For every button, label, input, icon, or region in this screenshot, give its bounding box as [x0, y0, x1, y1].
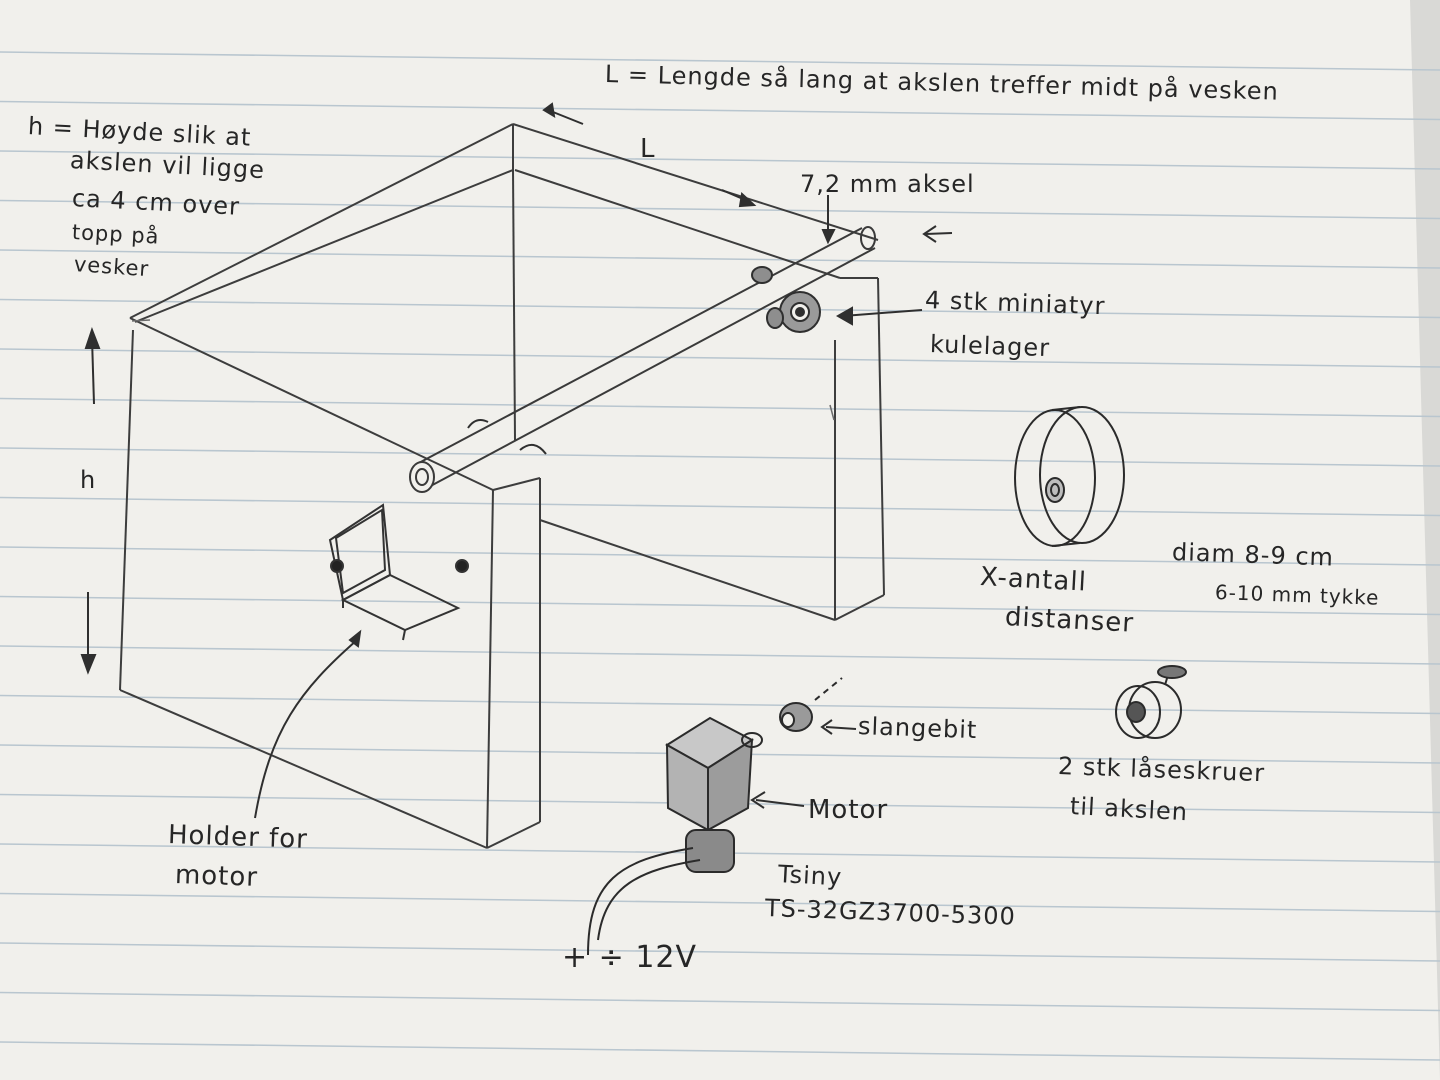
motor-holder-label-line-2: motor [174, 860, 259, 893]
bearings-label-line-2: kulelager [929, 330, 1051, 363]
height-definition-line-5: vesker [73, 252, 150, 282]
ruled-line [0, 51, 1440, 71]
ruled-line [0, 645, 1440, 665]
motor-drawing [587, 677, 843, 956]
motor-model-line-1: Tsiny [777, 860, 843, 892]
ruled-line [0, 150, 1440, 170]
ruled-line [0, 100, 1440, 121]
ruled-line [0, 447, 1440, 467]
ruled-lines [0, 51, 1440, 1061]
ruled-line [0, 298, 1440, 319]
motor-holder-label-line-1: Holder for [167, 820, 309, 855]
ruled-line [0, 942, 1440, 962]
ruled-line [0, 694, 1440, 715]
ruled-line [0, 546, 1440, 566]
ruled-line [0, 397, 1440, 418]
motor-label: Motor [808, 795, 889, 825]
motor-holder-drawing [328, 503, 469, 641]
shaft-label: 7,2 mm aksel [800, 170, 975, 198]
shaft-drawing [409, 226, 876, 493]
ruled-line [0, 595, 1440, 616]
hose-piece-label: slangebit [857, 712, 978, 745]
length-symbol: L [640, 134, 656, 164]
bearing-drawing [467, 266, 821, 455]
main-box-drawing [119, 123, 885, 849]
height-symbol: h [80, 466, 97, 494]
spacer-diameter-label: diam 8-9 cm [1171, 538, 1335, 572]
spacers-label-line-1: X-antall [979, 562, 1088, 598]
set-screw-collar-drawing [1115, 665, 1187, 739]
ruled-line [0, 892, 1440, 913]
ruled-line [0, 199, 1440, 220]
arrows [80, 102, 953, 819]
ruled-line [0, 496, 1440, 517]
ruled-line [0, 348, 1440, 368]
ruled-line [0, 991, 1440, 1012]
ruled-line [0, 249, 1440, 269]
spacer-disc-drawing [1014, 406, 1125, 547]
stray-marks [131, 319, 835, 421]
ruled-line [0, 1041, 1440, 1061]
power-label: + ÷ 12V [562, 940, 698, 975]
height-definition-line-4: topp på [71, 220, 161, 249]
